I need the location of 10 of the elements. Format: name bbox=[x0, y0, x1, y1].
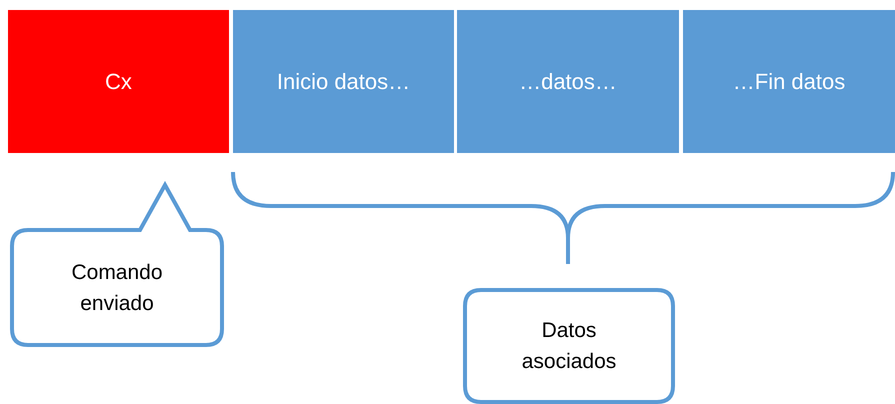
data-block bbox=[8, 10, 229, 153]
block-label: Inicio datos… bbox=[276, 68, 410, 94]
bubble-text: Datos asociados bbox=[520, 318, 618, 375]
block-label: …Fin datos bbox=[732, 68, 846, 94]
block-label: …datos… bbox=[519, 68, 617, 94]
data-block bbox=[683, 10, 895, 153]
bubble-text: Comando enviado bbox=[70, 260, 164, 316]
data-block bbox=[457, 10, 679, 153]
data-block bbox=[233, 10, 454, 153]
block-label: Cx bbox=[105, 68, 132, 94]
